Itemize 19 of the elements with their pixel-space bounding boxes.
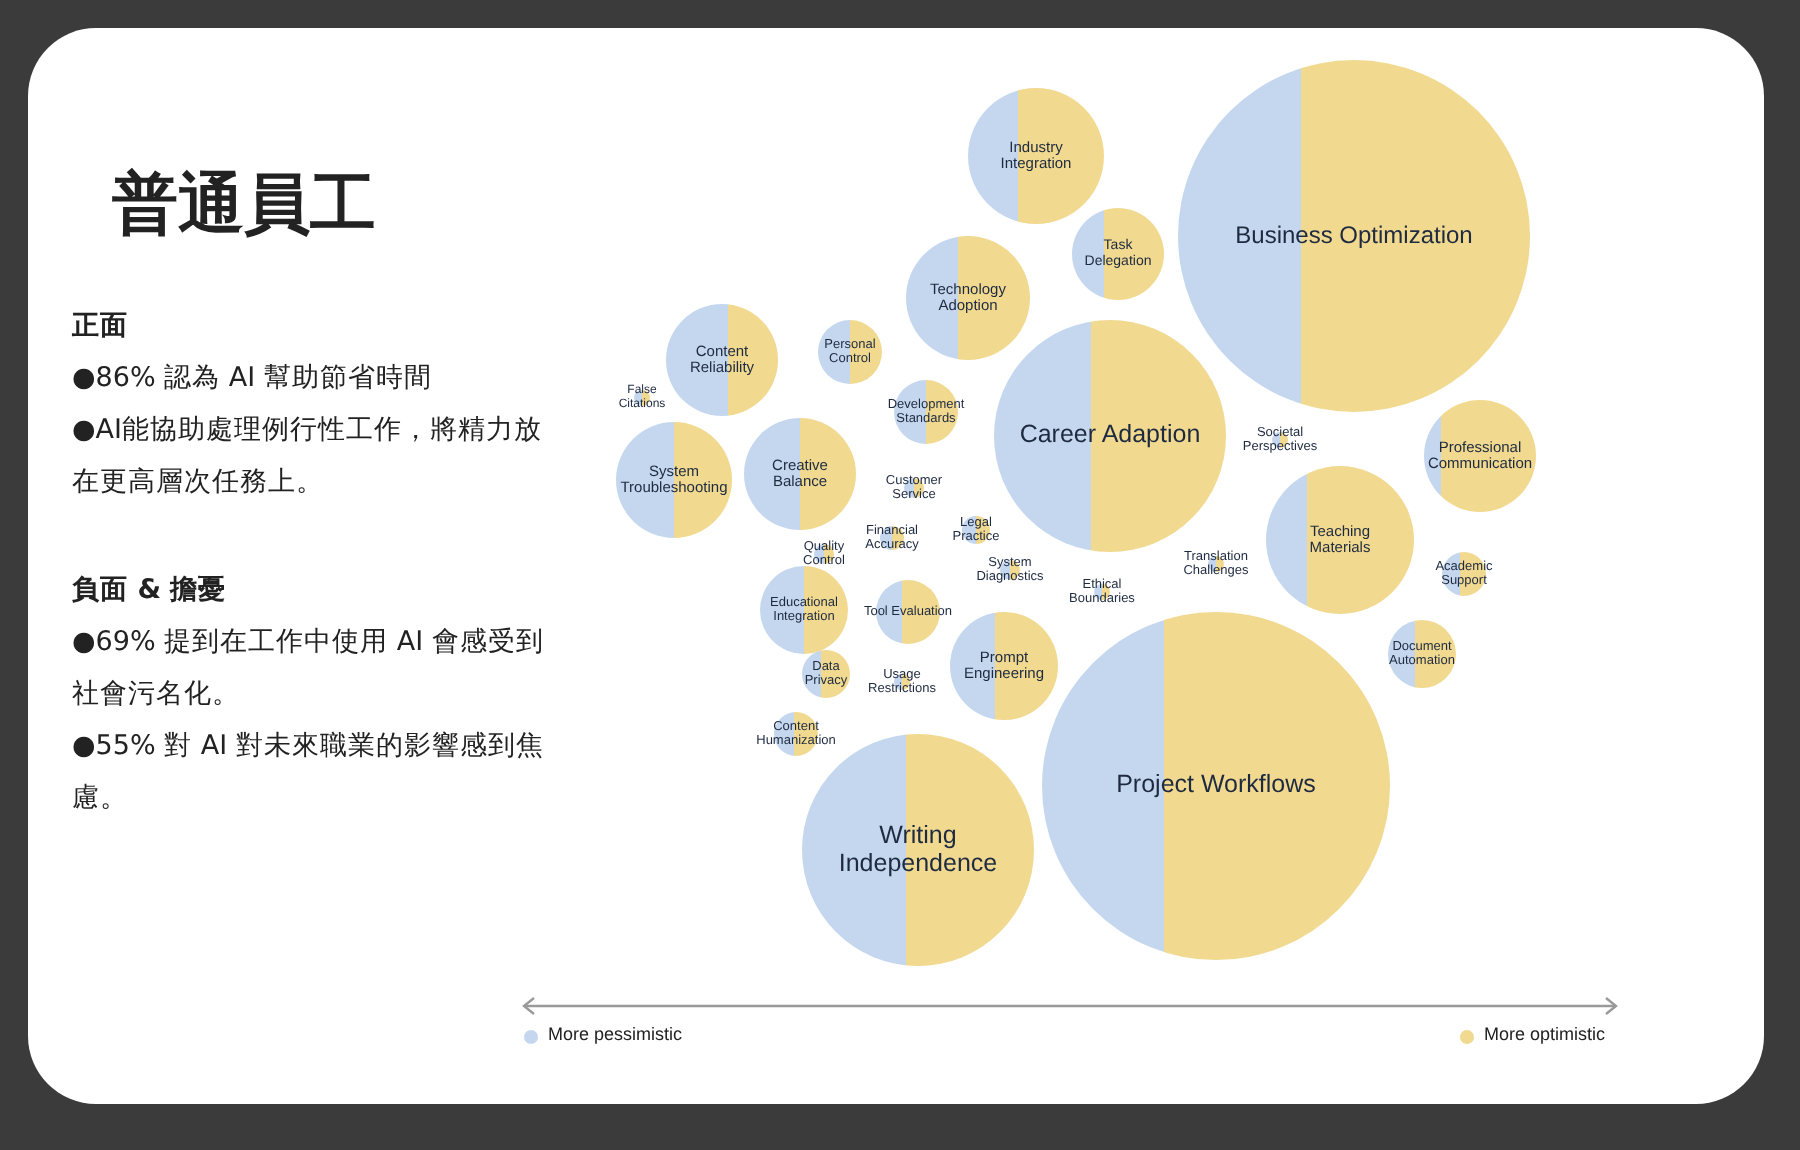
bullet-text: ●55% 對 AI 對未來職業的影響感到焦慮。 [72, 728, 544, 818]
title: 普通員工 [112, 162, 376, 246]
bubble-label: Writing Independence [836, 822, 1000, 878]
bubble [950, 612, 1058, 720]
bubble-label: Project Workflows [1114, 772, 1318, 800]
bubble [1388, 620, 1456, 688]
legend-label: More optimistic [1484, 1024, 1606, 1044]
bubble-label: Business Optimization [1233, 222, 1475, 250]
section-heading: 正面 [72, 308, 130, 346]
bubble [802, 650, 850, 698]
bubble-label: Career Adaption [1017, 422, 1203, 450]
bubble [1072, 208, 1164, 300]
bubble [818, 320, 882, 384]
legend-label: More pessimistic [548, 1024, 683, 1044]
bullet-text: ●AI能協助處理例行性工作，將精力放在更高層次任務上。 [72, 412, 544, 502]
bullet-text: ●69% 提到在工作中使用 AI 會感受到社會污名化。 [72, 624, 544, 714]
bullet-text: ●86% 認為 AI 幫助節省時間 [72, 360, 434, 398]
section-heading: 負面 & 擔憂 [72, 572, 229, 610]
bubble [760, 566, 848, 654]
